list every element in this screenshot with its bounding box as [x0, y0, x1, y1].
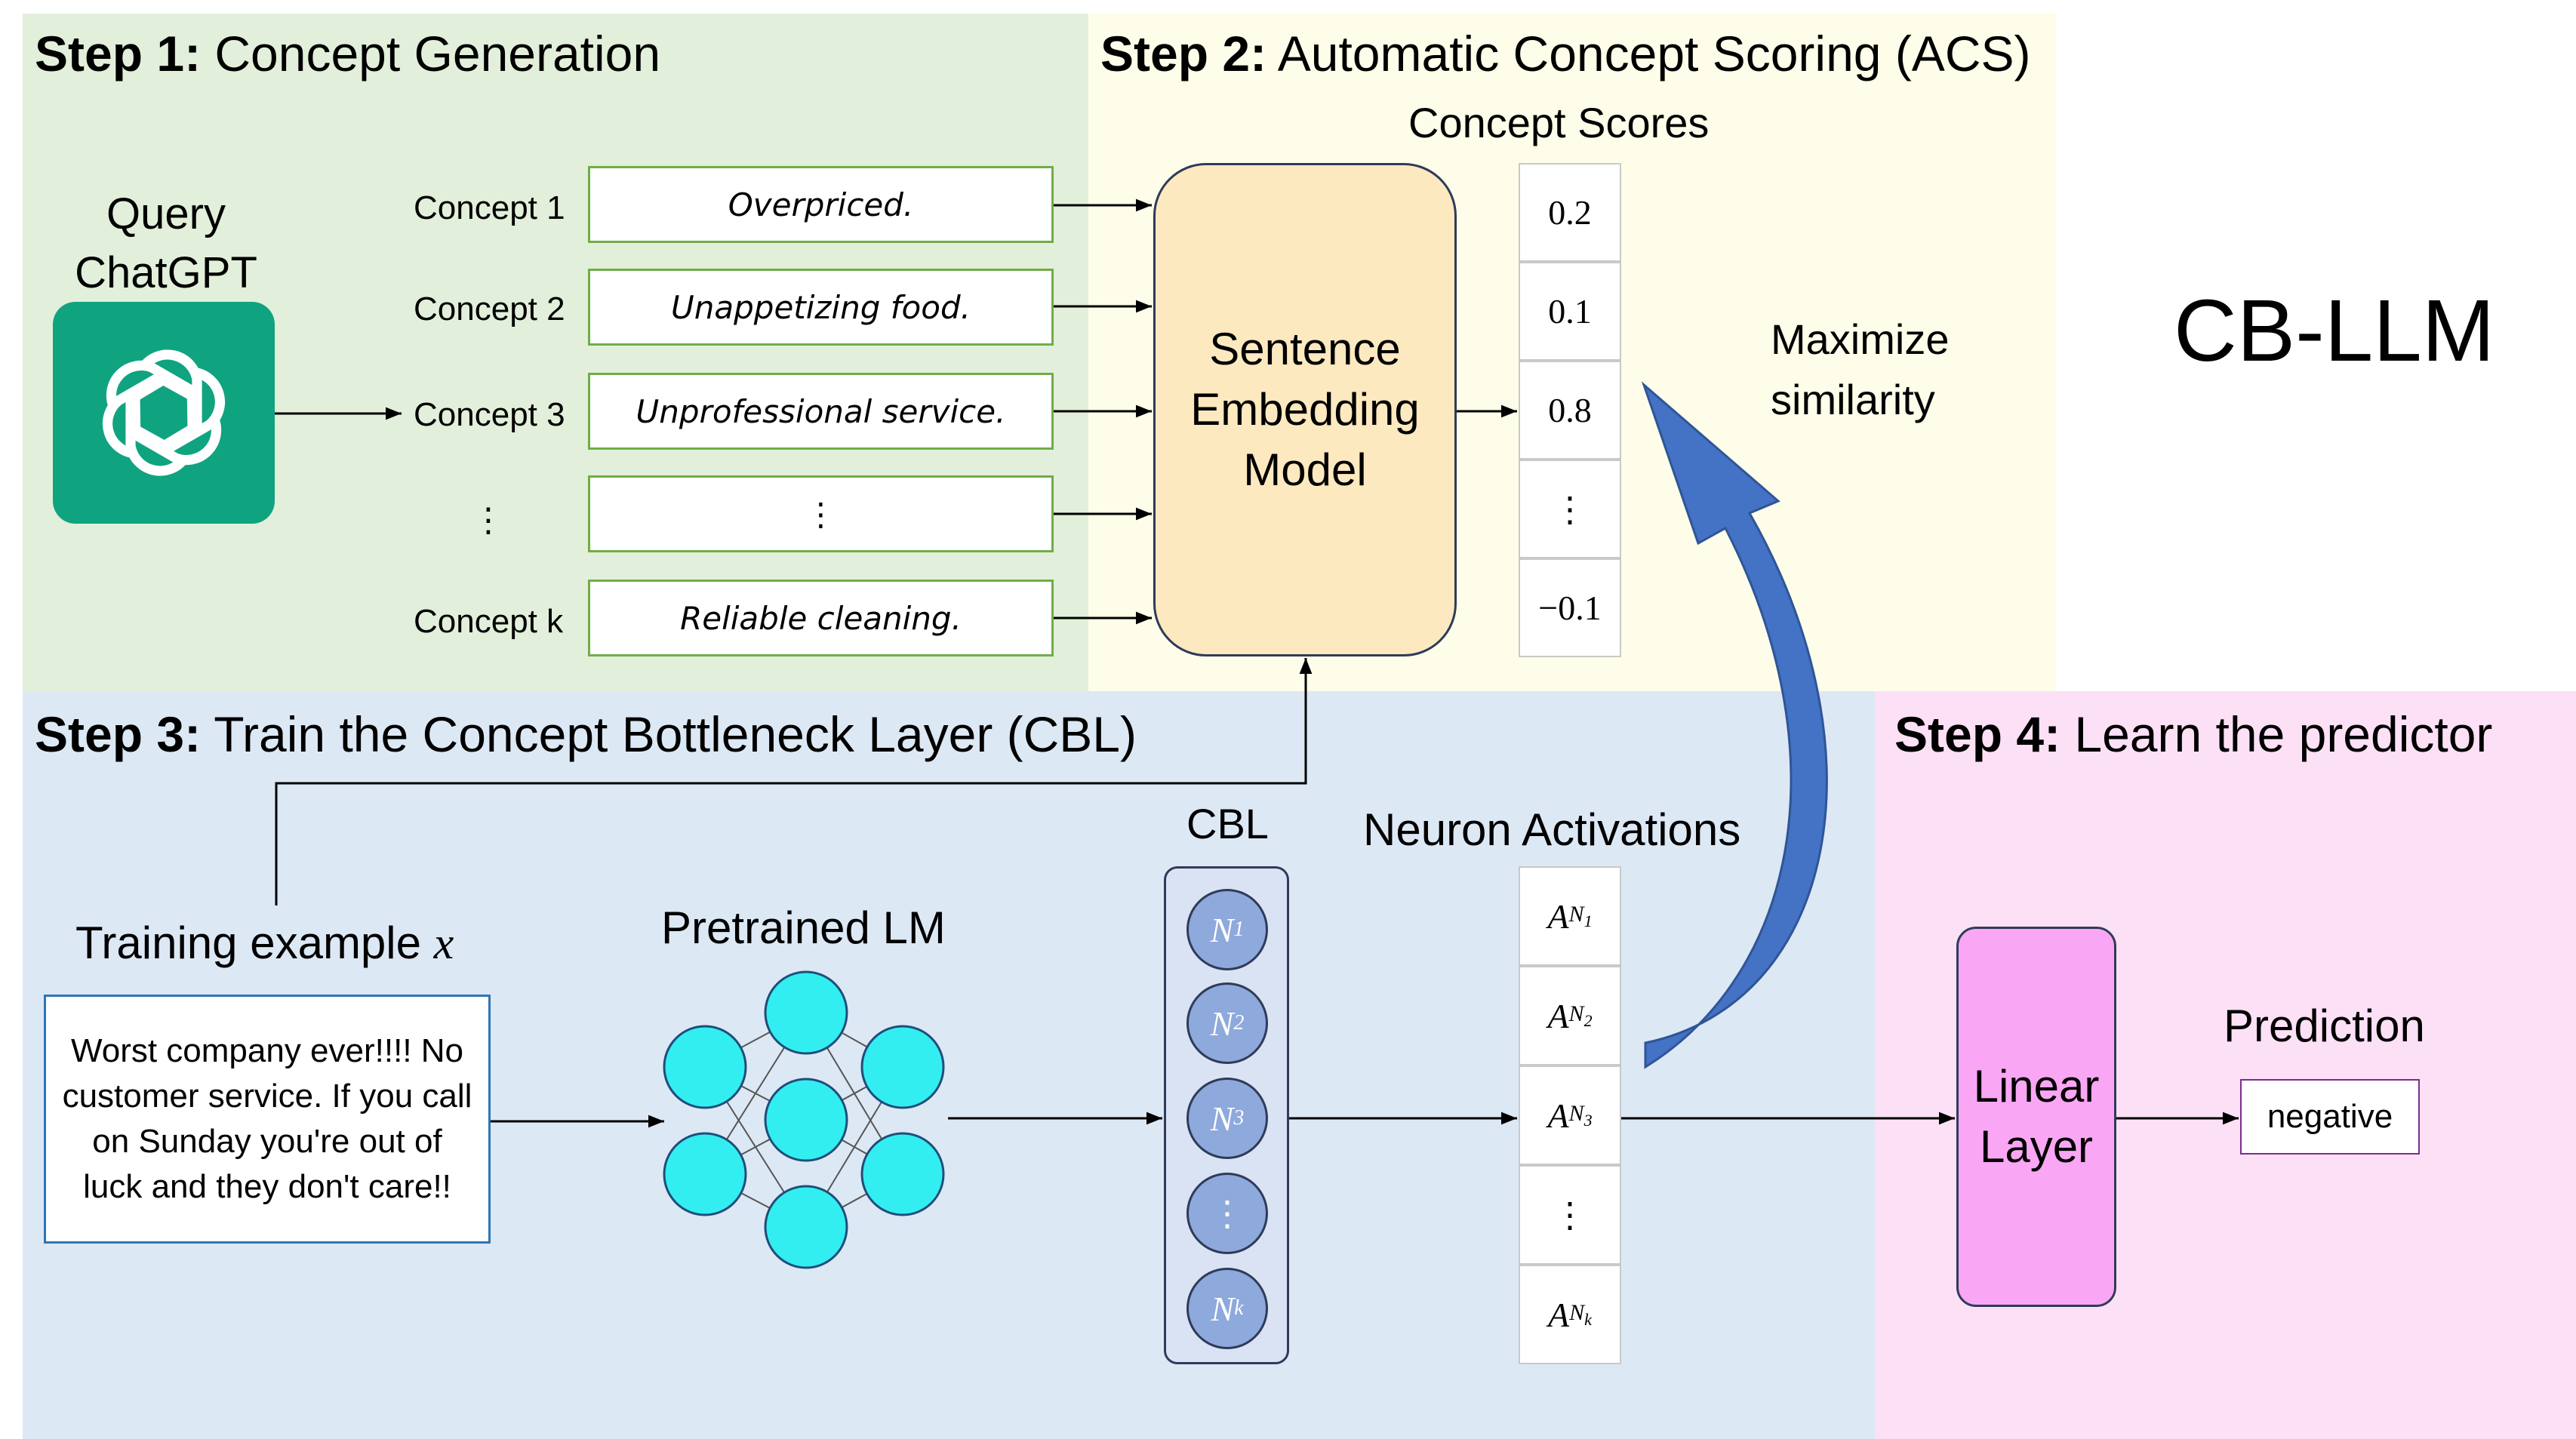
step1-title: Step 1: Concept Generation — [35, 26, 661, 81]
score-cell: 0.2 — [1519, 163, 1621, 262]
openai-knot-icon — [102, 349, 226, 476]
score-cell: 0.1 — [1519, 262, 1621, 361]
training-example-box: Worst company ever!!!! No customer servi… — [44, 995, 491, 1244]
concept-label-3: Concept 3 — [414, 396, 565, 433]
training-example-text: Worst company ever!!!! No customer servi… — [62, 1032, 472, 1205]
lm-node — [860, 1132, 945, 1216]
cbl-neuron: ⋮ — [1186, 1173, 1268, 1254]
concept-label-2: Concept 2 — [414, 291, 565, 327]
score-cell: −0.1 — [1519, 558, 1621, 657]
training-example-title: Training example x — [75, 918, 454, 968]
concept-box-ellipsis: ⋮ — [588, 475, 1054, 552]
lm-node — [764, 970, 848, 1055]
lm-node — [764, 1185, 848, 1269]
lm-node — [860, 1025, 945, 1109]
arrow-training-to-embedding — [275, 658, 1313, 906]
concept-label-1: Concept 1 — [414, 189, 565, 226]
pretrained-lm-title: Pretrained LM — [661, 902, 946, 953]
concept-scores-title: Concept Scores — [1408, 99, 1710, 146]
neuron-activations-title: Neuron Activations — [1363, 804, 1741, 855]
score-cell: 0.8 — [1519, 361, 1621, 460]
prediction-title: Prediction — [2224, 1001, 2425, 1051]
concept-box-k: Reliable cleaning. — [588, 580, 1054, 656]
lm-node — [663, 1132, 747, 1216]
concept-box-1: Overpriced. — [588, 166, 1054, 243]
step4-title: Step 4: Learn the predictor — [1894, 706, 2493, 762]
step2-title: Step 2: Automatic Concept Scoring (ACS) — [1100, 26, 2031, 81]
concept-label-ellipsis: ⋮ — [472, 502, 505, 539]
activation-cell: ⋮ — [1519, 1165, 1621, 1265]
concept-box-2: Unappetizing food. — [588, 269, 1054, 346]
concept-box-3: Unprofessional service. — [588, 373, 1054, 450]
maximize-similarity-arrow — [1641, 381, 1828, 1069]
prediction-box: negative — [2240, 1079, 2420, 1155]
concept-label-k: Concept k — [414, 603, 564, 640]
step3-title: Step 3: Train the Concept Bottleneck Lay… — [35, 706, 1137, 762]
lm-node — [663, 1025, 747, 1109]
cb-llm-title: CB-LLM — [2174, 281, 2495, 380]
score-cell: ⋮ — [1519, 460, 1621, 558]
lm-node — [764, 1078, 848, 1162]
sentence-embedding-model: Sentence Embedding Model — [1153, 163, 1457, 656]
cbl-title: CBL — [1186, 800, 1269, 847]
chatgpt-logo-icon — [53, 302, 275, 524]
